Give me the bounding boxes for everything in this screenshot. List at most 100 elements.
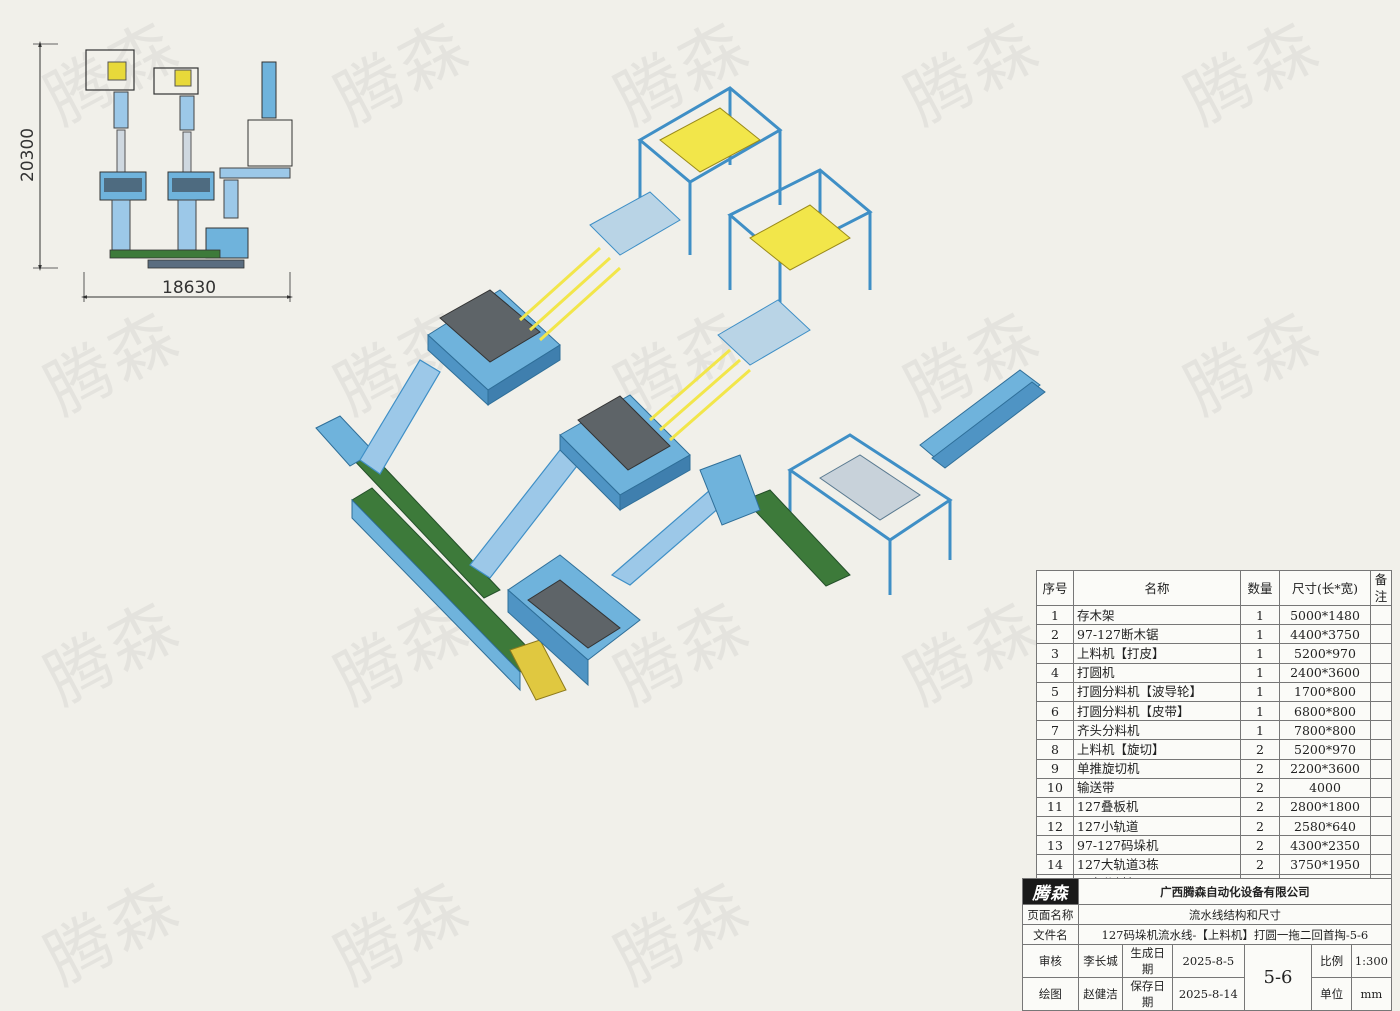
- bom-cell: 2400*3600: [1279, 662, 1371, 683]
- title-block: 腾森 广西腾森自动化设备有限公司 页面名称 流水线结构和尺寸 文件名 127码垛…: [1022, 878, 1393, 1011]
- bom-cell: 5200*970: [1279, 739, 1371, 760]
- bom-cell: 打圆分料机【皮带】: [1073, 700, 1241, 722]
- bom-cell: 打圆分料机【波导轮】: [1073, 681, 1241, 702]
- bom-cell: 1: [1240, 720, 1280, 741]
- bom-header: 序号: [1036, 570, 1074, 606]
- company-name: 广西腾森自动化设备有限公司: [1077, 878, 1393, 905]
- page-name-label: 页面名称: [1022, 904, 1079, 925]
- bom-cell: 127大轨道3栋: [1073, 854, 1241, 875]
- bom-cell: 10: [1036, 777, 1074, 798]
- bom-cell: 2: [1240, 816, 1280, 837]
- drawing-number: 5-6: [1243, 944, 1313, 1011]
- bom-cell: 4300*2350: [1279, 835, 1371, 856]
- bom-cell: 1: [1240, 643, 1280, 664]
- bom-cell: 8: [1036, 739, 1074, 760]
- bom-cell: 1: [1240, 604, 1280, 626]
- drafter-name: 赵健洁: [1077, 977, 1124, 1011]
- height-dimension: 20300: [18, 128, 38, 182]
- bom-cell: 97-127码垛机: [1073, 835, 1241, 856]
- bom-cell: [1370, 604, 1392, 626]
- bom-cell: 2: [1240, 854, 1280, 875]
- bom-cell: 7800*800: [1279, 720, 1371, 741]
- width-dimension: 18630: [162, 278, 216, 298]
- bom-cell: 11: [1036, 796, 1074, 818]
- bom-cell: 127叠板机: [1073, 796, 1241, 818]
- unit-value: mm: [1350, 977, 1393, 1011]
- bom-cell: 1: [1036, 604, 1074, 626]
- bom-cell: 单推旋切机: [1073, 758, 1241, 779]
- bom-cell: 1700*800: [1279, 681, 1371, 702]
- saved-label: 保存日期: [1122, 977, 1174, 1011]
- bom-cell: 2200*3600: [1279, 758, 1371, 779]
- bom-cell: 127小轨道: [1073, 816, 1241, 837]
- bom-cell: 4: [1036, 662, 1074, 683]
- bom-cell: 7: [1036, 720, 1074, 741]
- bom-cell: 上料机【旋切】: [1073, 739, 1241, 760]
- bom-cell: [1370, 796, 1392, 818]
- bom-cell: [1370, 720, 1392, 741]
- bom-cell: 5: [1036, 681, 1074, 702]
- created-date: 2025-8-5: [1172, 944, 1245, 978]
- bom-cell: [1370, 739, 1392, 760]
- bom-cell: 14: [1036, 854, 1074, 875]
- bom-cell: 2: [1240, 777, 1280, 798]
- bom-cell: 5000*1480: [1279, 604, 1371, 626]
- bom-cell: [1370, 624, 1392, 645]
- bom-cell: 存木架: [1073, 604, 1241, 626]
- scale-label: 比例: [1311, 944, 1352, 978]
- bom-cell: 2800*1800: [1279, 796, 1371, 818]
- bom-cell: [1370, 681, 1392, 702]
- created-label: 生成日期: [1122, 944, 1174, 978]
- company-logo: 腾森: [1022, 878, 1079, 905]
- bom-cell: [1370, 758, 1392, 779]
- unit-label: 单位: [1311, 977, 1352, 1011]
- bom-cell: 97-127断木锯: [1073, 624, 1241, 645]
- bom-cell: [1370, 835, 1392, 856]
- overview-plan: 20300 18630: [18, 41, 293, 302]
- bom-cell: 打圆机: [1073, 662, 1241, 683]
- bom-header: 数量: [1240, 570, 1280, 606]
- bom-cell: 2: [1240, 835, 1280, 856]
- file-name-label: 文件名: [1022, 924, 1079, 945]
- bom-cell: 1: [1240, 700, 1280, 722]
- bom-cell: 2: [1240, 739, 1280, 760]
- file-name: 127码垛机流水线-【上料机】打圆一拖二回首掏-5-6: [1077, 924, 1393, 945]
- bom-cell: [1370, 662, 1392, 683]
- reviewer-name: 李长城: [1077, 944, 1124, 978]
- bom-cell: [1370, 816, 1392, 837]
- bom-cell: 6: [1036, 700, 1074, 722]
- bom-header: 名称: [1073, 570, 1241, 606]
- bom-cell: 1: [1240, 624, 1280, 645]
- bom-cell: 3: [1036, 643, 1074, 664]
- scale-value: 1:300: [1350, 944, 1393, 978]
- bom-cell: [1370, 700, 1392, 722]
- bom-cell: [1370, 643, 1392, 664]
- bom-header-row: 序号 名称 数量 尺寸(长*宽) 备注: [1036, 570, 1392, 606]
- bom-cell: 1: [1240, 681, 1280, 702]
- bom-cell: 2: [1240, 758, 1280, 779]
- bom-cell: 6800*800: [1279, 700, 1371, 722]
- saved-date: 2025-8-14: [1172, 977, 1245, 1011]
- bom-cell: 2: [1036, 624, 1074, 645]
- bom-cell: [1370, 777, 1392, 798]
- page-name: 流水线结构和尺寸: [1077, 904, 1393, 925]
- bom-cell: 2580*640: [1279, 816, 1371, 837]
- isometric-line: [315, 86, 1046, 701]
- bom-cell: 输送带: [1073, 777, 1241, 798]
- bom-cell: 5200*970: [1279, 643, 1371, 664]
